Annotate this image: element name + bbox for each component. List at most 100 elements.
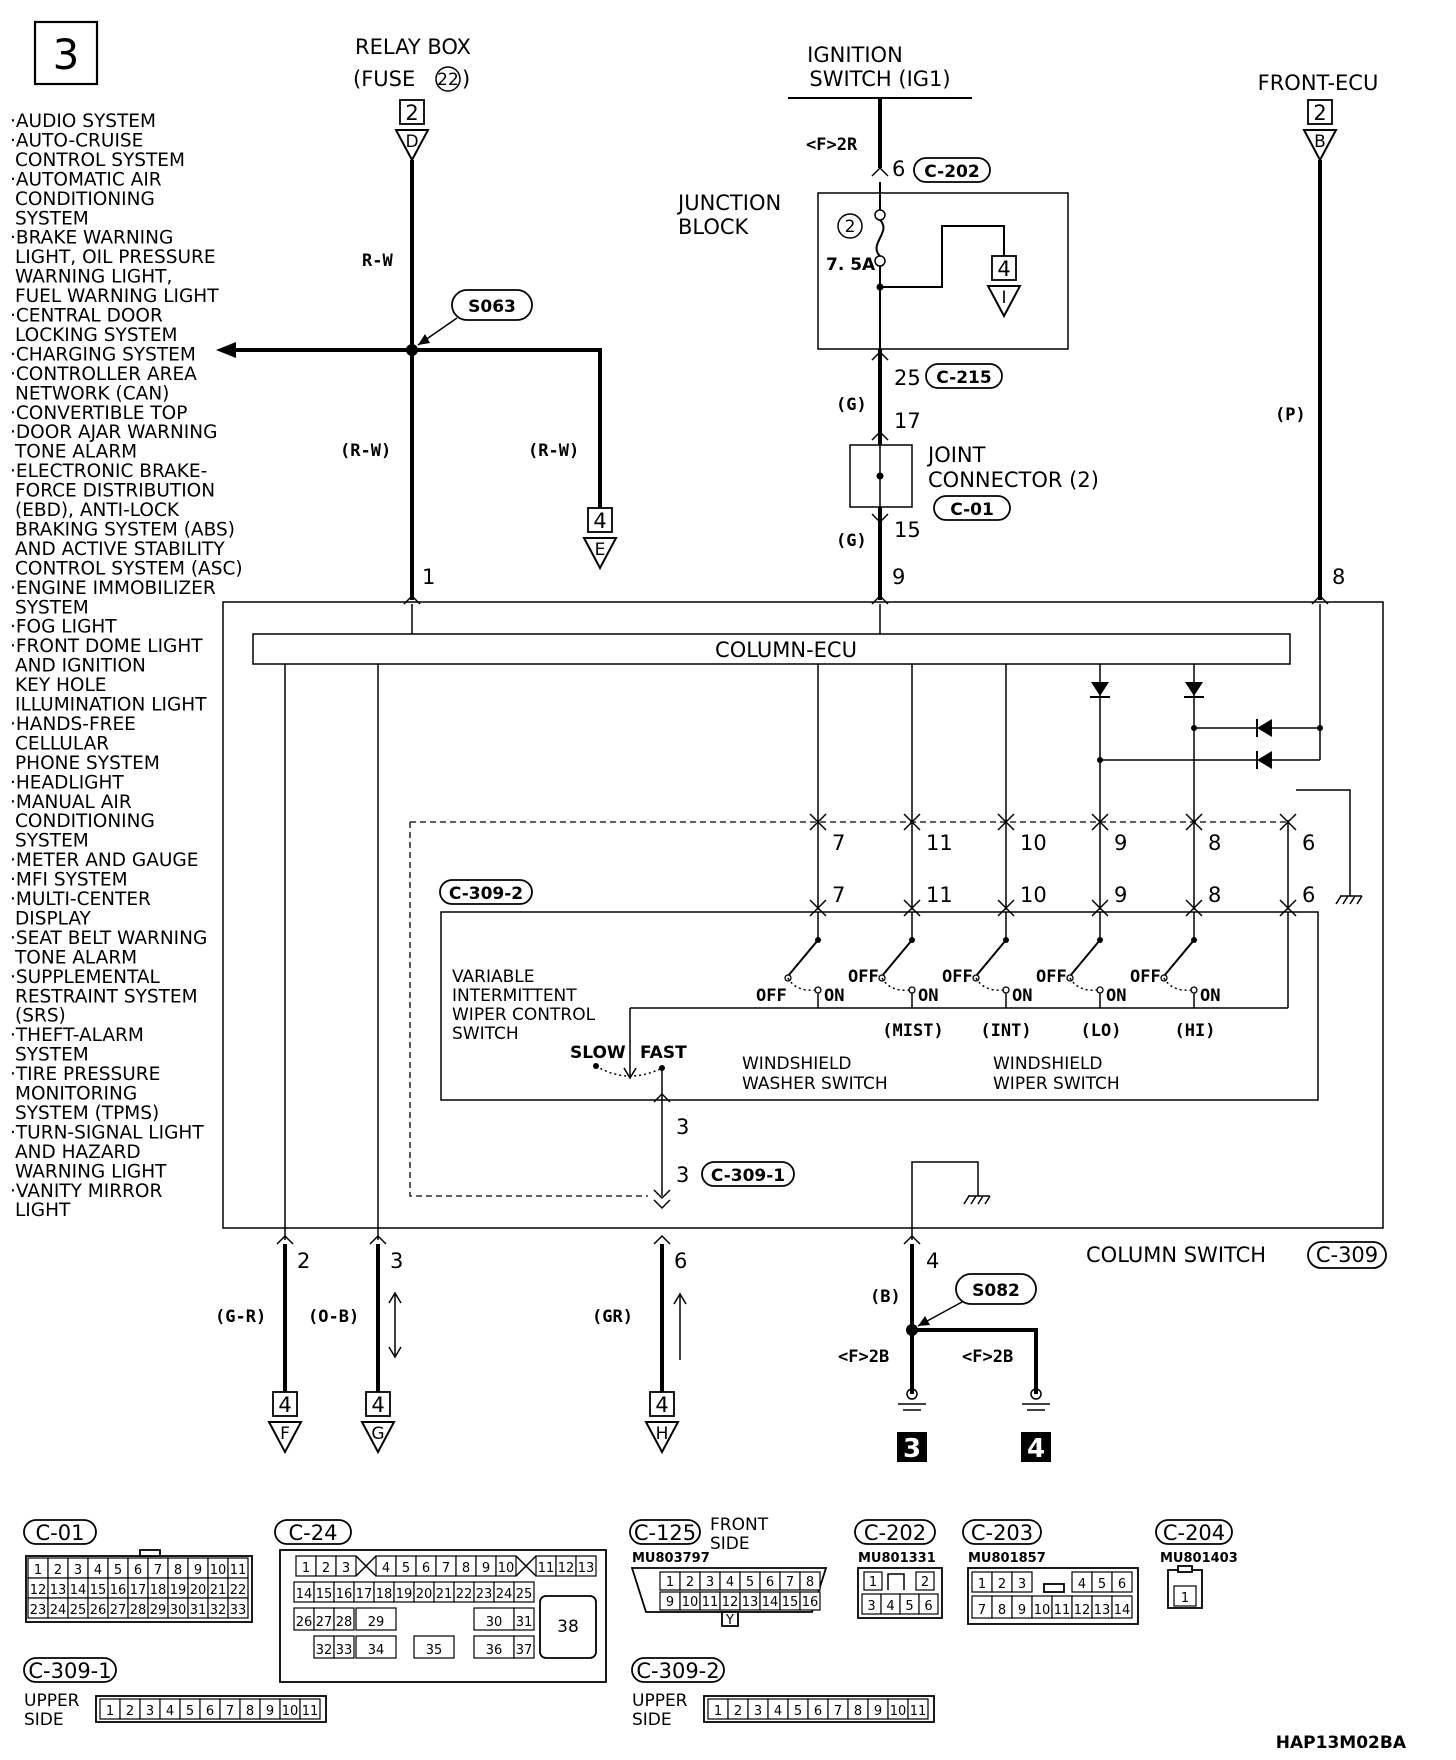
pin-number: 2 — [126, 1704, 134, 1719]
ref-i-letter: I — [1001, 288, 1006, 308]
wire-g-top-label: (G) — [836, 395, 867, 415]
fuse-number-circle-icon — [837, 213, 863, 239]
pin-number: 10 — [498, 1561, 515, 1576]
pin-number: 1 — [714, 1704, 722, 1719]
pin-number: 30 — [486, 1615, 503, 1630]
switch-terminal — [1190, 986, 1198, 994]
pin-number: 5 — [794, 1704, 802, 1719]
system-item: ·DOOR AJAR WARNING — [10, 422, 217, 443]
switch-off-label: OFF — [1036, 967, 1067, 987]
ignition-source: IGNITION SWITCH (IG1) — [788, 43, 972, 99]
c204-part: MU801403 — [1160, 1551, 1238, 1566]
pin-number: 1 — [34, 1563, 42, 1578]
pin-number: 27 — [316, 1615, 333, 1630]
pin-number: 3 — [146, 1704, 154, 1719]
switch-blade-icon — [881, 939, 913, 977]
pin-number: 11 — [302, 1704, 319, 1719]
pin-number: 24 — [50, 1603, 67, 1618]
splice-s063-label: S063 — [468, 297, 516, 317]
c309-2-side-2: SIDE — [632, 1710, 672, 1730]
pin-number: 11 — [230, 1563, 247, 1578]
fuse-terminal-icon — [874, 255, 886, 267]
pin-number: 3 — [706, 1575, 714, 1590]
system-item: AND ACTIVE STABILITY — [15, 539, 225, 560]
connector-pin-lower: 6 — [1302, 883, 1315, 907]
diode-icon — [1257, 751, 1272, 769]
pin-number: 5 — [114, 1563, 122, 1578]
pin-number: 17 — [130, 1583, 147, 1598]
pin-number: 28 — [336, 1615, 353, 1630]
relay-box-fuse-number: 22 — [437, 70, 459, 90]
pin-number: 6 — [814, 1704, 822, 1719]
pin-chevron-icon — [653, 1234, 671, 1245]
system-item: ·CHARGING SYSTEM — [10, 344, 196, 365]
wiper-label-1: WINDSHIELD — [993, 1054, 1103, 1074]
pin-number: 7 — [226, 1704, 234, 1719]
pin-cell — [1111, 1571, 1133, 1593]
output-pin: 2 — [297, 1249, 310, 1273]
fuse-circle-icon — [435, 66, 461, 92]
connector-triangle-icon — [644, 1421, 680, 1455]
connector-triangle-icon — [1302, 129, 1338, 163]
pin-number: 8 — [462, 1561, 470, 1576]
output-ref-num: 4 — [278, 1393, 291, 1417]
pin-number: 4 — [886, 1599, 894, 1614]
c125-key: Y — [725, 1613, 734, 1628]
pin-cell — [355, 1635, 397, 1659]
pin-chevron-icon — [276, 1234, 294, 1245]
connector-triangle-icon — [267, 1421, 303, 1455]
output-ref-box — [649, 1391, 675, 1417]
c125-side-1: FRONT — [710, 1515, 769, 1535]
c204-pill — [1155, 1519, 1233, 1545]
switch-terminal — [814, 986, 822, 994]
ref-e-letter: E — [595, 540, 606, 560]
pin-cell — [513, 1607, 535, 1631]
variable-label-2: INTERMITTENT — [452, 986, 577, 1006]
system-item: AND HAZARD — [15, 1142, 141, 1163]
pin-number: 9 — [874, 1704, 882, 1719]
system-item: ·FOG LIGHT — [10, 617, 117, 638]
lo-label: (LO) — [1081, 1021, 1122, 1041]
bottom-outputs: 2(G-R)4F3(O-B)4G6(GR)4H — [215, 1234, 687, 1455]
output-pin: 6 — [674, 1249, 687, 1273]
c203-key — [1043, 1583, 1065, 1593]
pin-number: 36 — [486, 1643, 503, 1658]
system-item: ·ENGINE IMMOBILIZER — [10, 578, 216, 599]
system-item: ·AUTO-CRUISE — [10, 130, 143, 151]
system-item: AND IGNITION — [15, 656, 146, 677]
pin-number: 15 — [90, 1583, 107, 1598]
pin-cell — [227, 1597, 249, 1619]
system-item: DISPLAY — [15, 908, 92, 929]
pin-number: 9 — [194, 1563, 202, 1578]
pin-number: 14 — [1114, 1603, 1131, 1618]
joint-pin-in: 17 — [894, 409, 921, 433]
system-item: BRAKING SYSTEM (ABS) — [15, 519, 235, 540]
front-ecu-ref-letter: B — [1314, 132, 1326, 152]
pin-number: 9 — [266, 1704, 274, 1719]
switch-travel-icon — [975, 977, 1005, 991]
c309-2-side-1: UPPER — [632, 1691, 688, 1711]
pin-number: 23 — [476, 1587, 493, 1602]
output-wire-label: (O-B) — [308, 1307, 359, 1327]
system-item: ·ELECTRONIC BRAKE- — [10, 461, 207, 482]
pin-cell — [513, 1581, 535, 1603]
c01-pill — [933, 495, 1011, 521]
junction-dot — [1097, 757, 1103, 763]
system-item: KEY HOLE — [15, 675, 106, 696]
system-item: ·CONVERTIBLE TOP — [10, 403, 187, 424]
pin-number: 8 — [806, 1575, 814, 1590]
c203-part: MU801857 — [968, 1551, 1046, 1566]
diode-icon — [1185, 682, 1203, 696]
pin-number: 37 — [516, 1643, 533, 1658]
jb-fuse-rating: 7. 5A — [826, 255, 876, 275]
pin-number: 3 — [754, 1704, 762, 1719]
c309-pill — [1307, 1241, 1387, 1269]
system-item: SYSTEM — [15, 831, 89, 852]
pin-number: 6 — [422, 1561, 430, 1576]
connector-pin-upper: 6 — [1302, 831, 1315, 855]
splice-s082-pill — [955, 1273, 1037, 1305]
system-item: ·TURN-SIGNAL LIGHT — [10, 1122, 204, 1143]
c24-name: C-24 — [289, 1521, 338, 1545]
pin-chevron-icon — [1185, 813, 1203, 824]
